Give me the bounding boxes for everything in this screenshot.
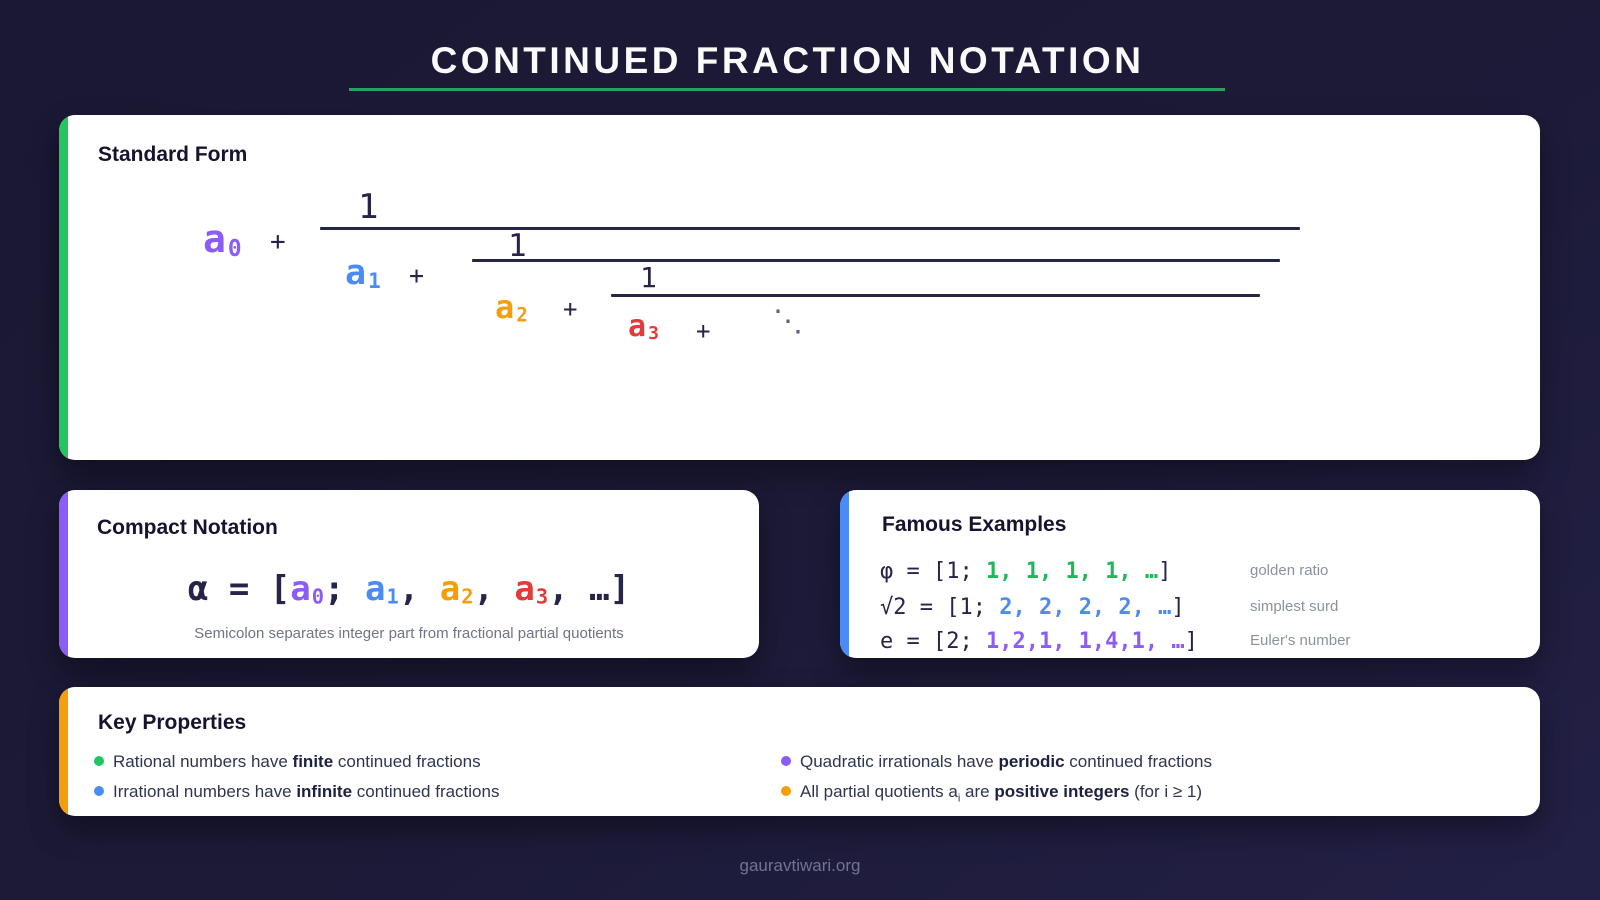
eq-part-semi: ; [324, 569, 365, 609]
eq-part-a2: a2 [439, 569, 474, 609]
fraction-bar-2 [472, 259, 1280, 262]
property-item-infinite: Irrational numbers have infinite continu… [113, 782, 500, 801]
example-label-e: Euler's number [1250, 632, 1351, 649]
card-key-properties: Key Properties Rational numbers have fin… [59, 687, 1540, 816]
compact-equation: α = [a0; a1, a2, a3, …] [59, 569, 759, 609]
footer-site-name: gauravtiwari.org [739, 856, 861, 875]
term-a1: a1 [345, 253, 381, 293]
property-item-positive: All partial quotients ai are positive in… [800, 782, 1203, 805]
numerator-2: 1 [508, 228, 527, 264]
example-row-sqrt2: √2 = [1; 2, 2, 2, 2, …] [880, 595, 1185, 620]
famous-accent-stripe [840, 490, 849, 658]
card-compact-notation: Compact Notation α = [a0; a1, a2, a3, …]… [59, 490, 759, 658]
key-properties-accent-stripe [59, 687, 68, 816]
eq-part-close: , …] [548, 569, 631, 609]
fraction-bar-1 [320, 227, 1300, 230]
plus-sign-3: + [563, 295, 578, 323]
bullet-dot-finite [94, 756, 104, 766]
fraction-bar-3 [611, 294, 1260, 297]
term-a0: a0 [203, 217, 242, 263]
example-row-e: e = [2; 1,2,1, 1,4,1, …] [880, 629, 1198, 654]
compact-accent-stripe [59, 490, 68, 658]
compact-caption: Semicolon separates integer part from fr… [194, 625, 624, 642]
compact-heading: Compact Notation [97, 516, 278, 539]
standard-form-heading: Standard Form [98, 143, 248, 166]
eq-part-comma2: , [473, 569, 515, 609]
ddots-icon: ⋱ [773, 304, 805, 339]
numerator-1: 1 [358, 187, 379, 227]
property-item-finite: Rational numbers have finite continued f… [113, 752, 481, 771]
key-properties-heading: Key Properties [98, 711, 247, 734]
famous-heading: Famous Examples [882, 513, 1067, 536]
card-famous-examples: Famous Examples φ = [1; 1, 1, 1, 1, …] g… [840, 490, 1540, 658]
bullet-dot-positive [781, 786, 791, 796]
example-row-phi: φ = [1; 1, 1, 1, 1, …] [880, 559, 1172, 584]
page-title: CONTINUED FRACTION NOTATION [430, 40, 1145, 81]
eq-part-a3: a3 [514, 569, 549, 609]
bullet-dot-infinite [94, 786, 104, 796]
plus-sign-2: + [409, 261, 425, 290]
plus-sign-4: + [696, 317, 711, 345]
numerator-3: 1 [640, 261, 657, 294]
eq-part-comma1: , [398, 569, 440, 609]
title-underline [349, 88, 1225, 91]
standard-form-accent-stripe [59, 115, 68, 460]
property-item-periodic: Quadratic irrationals have periodic cont… [800, 752, 1212, 771]
eq-part-alpha: α = [ [187, 569, 291, 609]
eq-part-a0: a0 [290, 569, 325, 609]
bullet-dot-periodic [781, 756, 791, 766]
example-label-phi: golden ratio [1250, 562, 1329, 579]
eq-part-a1: a1 [364, 569, 399, 609]
plus-sign-1: + [270, 227, 286, 257]
example-label-sqrt2: simplest surd [1250, 598, 1339, 615]
